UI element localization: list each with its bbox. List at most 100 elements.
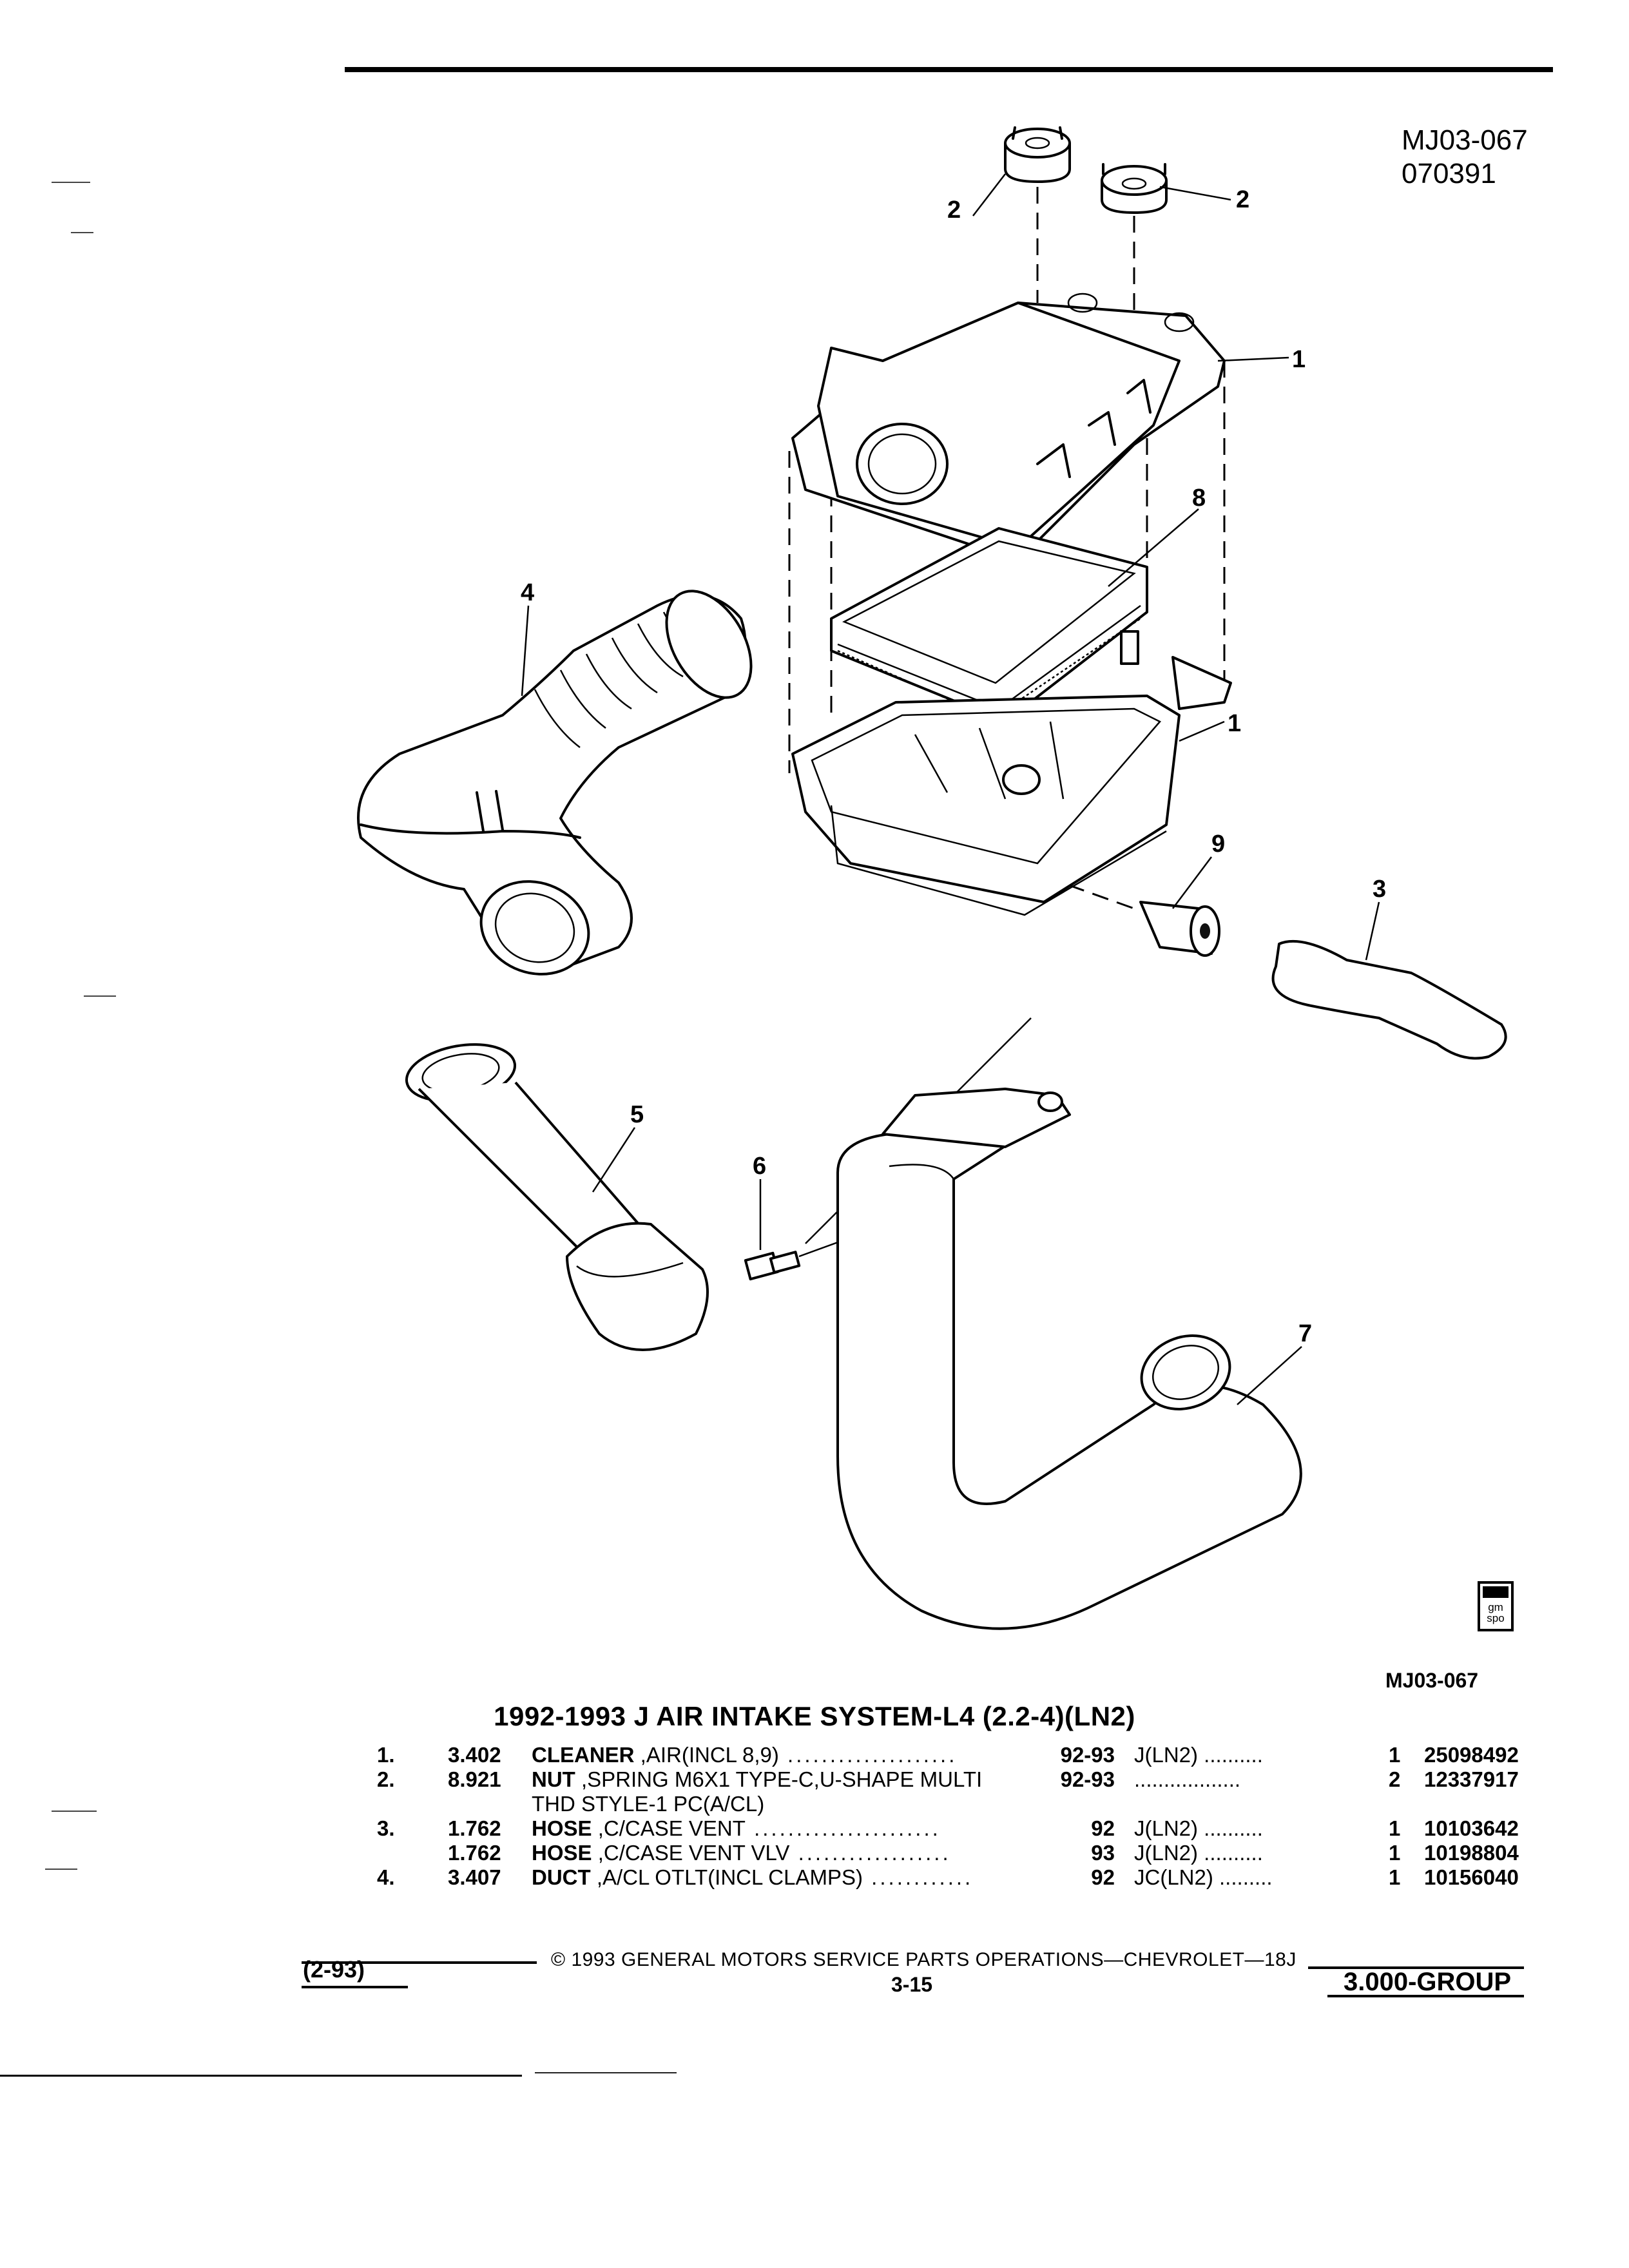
callout-2-right: 2 <box>1236 186 1249 213</box>
scan-edge-line <box>535 2072 677 2073</box>
part-description: HOSE ,C/CASE VENT ...................... <box>532 1816 1041 1841</box>
part-index: 3. <box>377 1816 395 1840</box>
part-model: .................. <box>1134 1767 1241 1791</box>
group-label: 3.000-GROUP <box>1344 1968 1512 1996</box>
part-model: JC(LN2) ......... <box>1134 1865 1273 1889</box>
part-leader: ............ <box>863 1865 974 1889</box>
part-qty: 1 <box>1389 1816 1401 1840</box>
header-code: MJ03-067 <box>1402 124 1528 156</box>
part-model: J(LN2) .......... <box>1134 1816 1263 1840</box>
header-codes: MJ03-067 070391 <box>1402 124 1528 191</box>
part-description: DUCT ,A/CL OTLT(INCL CLAMPS) ...........… <box>532 1865 1041 1890</box>
part-qty: 1 <box>1389 1865 1401 1889</box>
part-year: 92-93 <box>1060 1767 1115 1791</box>
callout-1-upper: 1 <box>1292 346 1306 373</box>
page-title: 1992-1993 J AIR INTAKE SYSTEM-L4 (2.2-4)… <box>494 1701 1135 1731</box>
parts-row: 4. 3.407 DUCT ,A/CL OTLT(INCL CLAMPS) ..… <box>377 1865 1530 1890</box>
part-description: HOSE ,C/CASE VENT VLV .................. <box>532 1841 1041 1865</box>
footer-rule <box>1327 1995 1524 1997</box>
copyright-line: © 1993 GENERAL MOTORS SERVICE PARTS OPER… <box>551 1949 1296 1970</box>
parts-list: 1. 3.402 CLEANER ,AIR(INCL 8,9) ........… <box>377 1743 1530 1890</box>
parts-row: 1. 3.402 CLEANER ,AIR(INCL 8,9) ........… <box>377 1743 1530 1767</box>
part-number: 12337917 <box>1424 1767 1519 1791</box>
callout-7: 7 <box>1298 1320 1312 1347</box>
part-name: NUT <box>532 1767 575 1791</box>
parts-row: 3. 1.762 HOSE ,C/CASE VENT .............… <box>377 1816 1530 1841</box>
part-desc-text: ,A/CL OTLT(INCL CLAMPS) <box>590 1865 863 1889</box>
top-rule <box>345 67 1553 72</box>
callout-1-lower: 1 <box>1228 710 1241 737</box>
air-cleaner-cover <box>791 293 1226 562</box>
part-index: 2. <box>377 1767 395 1791</box>
callout-2-left: 2 <box>947 197 961 224</box>
part-group: 3.402 <box>448 1743 501 1767</box>
part-name: HOSE <box>532 1841 592 1865</box>
part-group: 3.407 <box>448 1865 501 1889</box>
part-description: CLEANER ,AIR(INCL 8,9) .................… <box>532 1743 1041 1767</box>
callout-3: 3 <box>1373 876 1386 903</box>
footer-rule <box>302 1961 537 1964</box>
part-desc-text: ,AIR(INCL 8,9) <box>634 1743 779 1767</box>
part-year: 92-93 <box>1060 1743 1115 1767</box>
spring-nut-left <box>1004 126 1071 183</box>
logo-text-spo: spo <box>1487 1612 1505 1624</box>
part-group: 1.762 <box>448 1841 501 1865</box>
part-number: 25098492 <box>1424 1743 1519 1767</box>
exploded-diagram: 2 2 1 1 8 9 3 4 5 6 7 <box>357 126 1507 1630</box>
callout-9: 9 <box>1211 831 1225 858</box>
part-group: 1.762 <box>448 1816 501 1840</box>
part-desc-text: ,C/CASE VENT <box>592 1816 746 1840</box>
pcv-valve <box>1139 901 1220 957</box>
outlet-duct <box>836 1088 1302 1630</box>
part-qty: 1 <box>1389 1743 1401 1767</box>
part-desc-text: THD STYLE-1 PC(A/CL) <box>532 1792 765 1816</box>
header-date-code: 070391 <box>1402 158 1496 189</box>
part-leader: ...................... <box>745 1816 941 1840</box>
inlet-snorkel <box>405 1043 709 1351</box>
part-number: 10103642 <box>1424 1816 1519 1840</box>
parts-row: 1.762 HOSE ,C/CASE VENT VLV ............… <box>377 1841 1530 1865</box>
part-model: J(LN2) .......... <box>1134 1743 1263 1767</box>
air-cleaner-base <box>791 656 1232 916</box>
part-description: NUT ,SPRING M6X1 TYPE-C,U-SHAPE MULTI <box>532 1767 1041 1792</box>
callout-4: 4 <box>521 579 534 606</box>
logo-text-gm: gm <box>1488 1601 1503 1613</box>
part-qty: 1 <box>1389 1841 1401 1865</box>
part-qty: 2 <box>1389 1767 1401 1791</box>
part-index: 4. <box>377 1865 395 1889</box>
part-leader: .................... <box>778 1743 958 1767</box>
scan-edge-line <box>0 2075 522 2077</box>
corrugated-duct <box>357 590 753 975</box>
part-name: HOSE <box>532 1816 592 1840</box>
margin-mark <box>52 1811 97 1812</box>
margin-mark <box>52 182 90 183</box>
part-group: 8.921 <box>448 1767 501 1791</box>
figure-code: MJ03-067 <box>1385 1669 1479 1692</box>
part-number: 10156040 <box>1424 1865 1519 1889</box>
part-year: 92 <box>1091 1865 1115 1889</box>
vent-hose <box>1271 939 1507 1060</box>
parts-row-continuation: THD STYLE-1 PC(A/CL) <box>377 1792 1530 1816</box>
part-year: 93 <box>1091 1841 1115 1865</box>
part-desc-text: ,C/CASE VENT VLV <box>592 1841 790 1865</box>
part-leader: .................. <box>789 1841 951 1865</box>
part-desc-text: ,SPRING M6X1 TYPE-C,U-SHAPE MULTI <box>575 1767 983 1791</box>
part-year: 92 <box>1091 1816 1115 1840</box>
footer-rule <box>302 1986 408 1988</box>
footer-rule <box>1308 1966 1524 1969</box>
part-name: DUCT <box>532 1865 591 1889</box>
part-number: 10198804 <box>1424 1841 1519 1865</box>
margin-mark <box>45 1869 77 1870</box>
callout-6: 6 <box>753 1153 766 1180</box>
part-description: THD STYLE-1 PC(A/CL) <box>532 1792 1041 1816</box>
part-name: CLEANER <box>532 1743 635 1767</box>
spring-nut-right <box>1101 163 1168 214</box>
margin-mark <box>71 232 93 233</box>
part-index: 1. <box>377 1743 395 1767</box>
part-model: J(LN2) .......... <box>1134 1841 1263 1865</box>
revision-code: (2-93) <box>303 1956 365 1983</box>
filter-element <box>830 527 1148 723</box>
logo-text: gm spo <box>1483 1602 1509 1624</box>
callout-5: 5 <box>630 1101 644 1128</box>
